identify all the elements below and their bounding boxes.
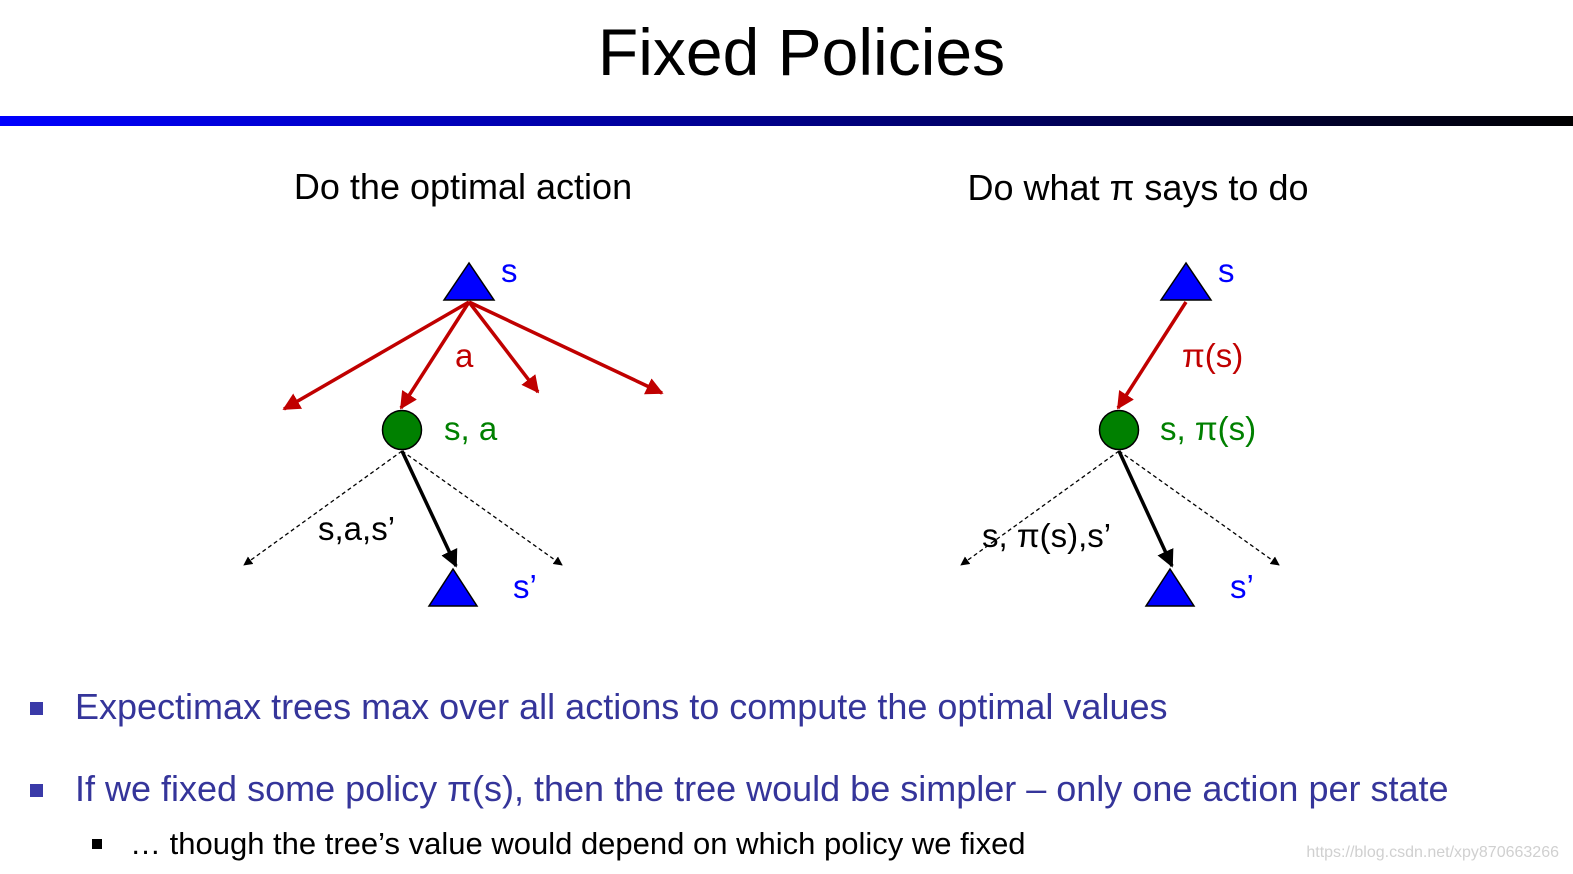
bullet-square-icon bbox=[30, 784, 43, 797]
left-state-node bbox=[442, 261, 496, 301]
bullet-text: If we fixed some policy π(s), then the t… bbox=[75, 768, 1449, 809]
right-next-state-label: s’ bbox=[1230, 568, 1254, 605]
left-transition-arrow-1 bbox=[243, 450, 403, 566]
left-action-label: a bbox=[455, 337, 474, 374]
right-transition-arrow-1 bbox=[960, 450, 1120, 566]
right-state-node bbox=[1159, 261, 1213, 301]
left-qstate-node bbox=[381, 409, 423, 451]
left-tree-heading: Do the optimal action bbox=[294, 166, 632, 207]
title-divider bbox=[0, 116, 1573, 126]
bullet-square-icon bbox=[30, 702, 43, 715]
right-action-label: π(s) bbox=[1182, 337, 1243, 374]
right-transition-arrow-chosen bbox=[1117, 450, 1174, 568]
slide-title: Fixed Policies bbox=[597, 15, 1006, 89]
left-action-arrow-chosen bbox=[399, 301, 471, 410]
sub-bullet-text: … though the tree’s value would depend o… bbox=[130, 826, 1026, 861]
right-qstate-node bbox=[1098, 409, 1140, 451]
right-tree-heading: Do what π says to do bbox=[968, 167, 1309, 208]
watermark: https://blog.csdn.net/xpy870663266 bbox=[1306, 844, 1559, 861]
left-next-state-label: s’ bbox=[513, 568, 537, 605]
left-action-arrow-1 bbox=[282, 300, 470, 411]
bullet-text: Expectimax trees max over all actions to… bbox=[75, 686, 1168, 727]
right-transition-arrow-3 bbox=[1118, 450, 1280, 566]
left-next-state-node bbox=[427, 567, 479, 607]
left-state-label: s bbox=[501, 252, 518, 289]
left-qstate-label: s, a bbox=[444, 410, 498, 447]
right-transition-label: s, π(s),s’ bbox=[982, 517, 1111, 554]
left-transition-arrow-3 bbox=[401, 450, 563, 566]
left-transition-label: s,a,s’ bbox=[318, 510, 395, 547]
right-action-arrow bbox=[1116, 301, 1188, 410]
right-state-label: s bbox=[1218, 252, 1235, 289]
left-action-arrow-4 bbox=[468, 300, 664, 395]
left-transition-arrow-chosen bbox=[400, 450, 458, 568]
sub-bullet-square-icon bbox=[92, 839, 102, 849]
right-next-state-node bbox=[1144, 567, 1196, 607]
right-qstate-label: s, π(s) bbox=[1160, 410, 1256, 447]
left-action-arrow-3 bbox=[467, 300, 540, 394]
